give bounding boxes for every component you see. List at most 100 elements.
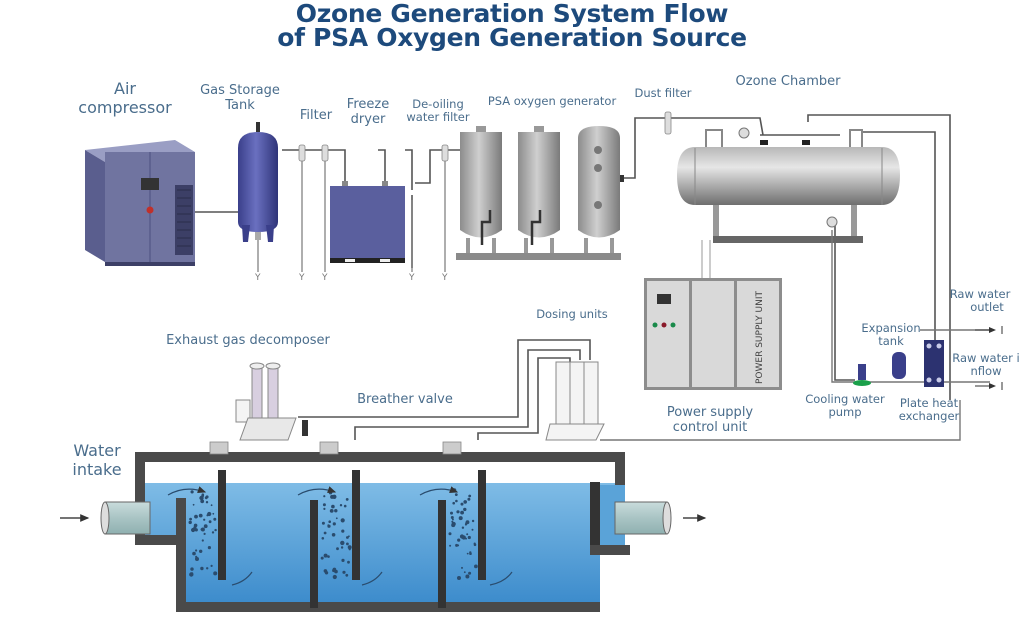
- bubble: [192, 503, 195, 506]
- bubble: [200, 499, 205, 504]
- label-expansion-tank: Expansion tank: [858, 322, 924, 348]
- bubble: [346, 542, 349, 546]
- bubble: [200, 528, 203, 531]
- bubble: [203, 518, 206, 521]
- bubble: [340, 546, 344, 549]
- label-line: Expansion: [861, 321, 921, 335]
- freeze-dryer-icon: [330, 181, 405, 263]
- bubble: [200, 566, 204, 571]
- bubble: [456, 510, 460, 514]
- label-line: Water: [73, 441, 121, 460]
- bubble: [463, 507, 467, 512]
- bubble: [192, 551, 196, 556]
- bubble: [471, 528, 474, 531]
- exhaust-gas-decomposer-icon: [235, 362, 297, 441]
- drain-lines: [257, 160, 446, 272]
- label-cooling-water-pump: Cooling water pump: [800, 393, 890, 419]
- bubble: [339, 504, 343, 507]
- bubble: [332, 574, 337, 580]
- bubble: [465, 520, 470, 525]
- label-freeze-dryer: Freeze dryer: [338, 97, 398, 127]
- bubble: [451, 518, 454, 521]
- label-gas-storage-tank: Gas Storage Tank: [190, 83, 290, 113]
- label-line: exchanger: [898, 409, 960, 423]
- label-line: Raw water: [949, 287, 1011, 301]
- bubble: [322, 503, 326, 507]
- bubble: [450, 516, 454, 519]
- label-line: tank: [878, 334, 904, 348]
- label-water-intake: Water intake: [62, 441, 132, 479]
- bubble: [342, 570, 346, 574]
- label-plate-heat-exchanger: Plate heat exchanger: [893, 397, 965, 423]
- bubble: [348, 535, 350, 538]
- bubble: [343, 504, 347, 508]
- bubble: [188, 520, 192, 525]
- bubble: [208, 520, 212, 524]
- bubble: [190, 567, 194, 571]
- bubble: [210, 564, 213, 568]
- label-raw-water-outlet: Raw water outlet: [945, 288, 1015, 314]
- bubble: [327, 555, 330, 558]
- bubble: [341, 558, 345, 563]
- bubble: [198, 513, 203, 518]
- bubble: [203, 524, 208, 529]
- air-compressor-icon: [85, 140, 195, 266]
- label-dust-filter: Dust filter: [634, 86, 692, 100]
- bubble: [468, 571, 472, 575]
- label-line: pump: [828, 405, 862, 419]
- water-treatment-tank: [135, 441, 630, 612]
- title-line-2: of PSA Oxygen Generation Source: [277, 23, 747, 52]
- svg-text:Y: Y: [254, 273, 261, 283]
- bubble: [321, 521, 325, 525]
- label-breather-valve: Breather valve: [357, 392, 453, 407]
- bubble: [469, 551, 472, 554]
- bubble: [465, 574, 470, 579]
- bubble: [190, 490, 194, 494]
- bubble: [212, 512, 215, 515]
- power-supply-control-unit-icon: POWER SUPPLY UNIT: [644, 278, 782, 390]
- bubble: [459, 534, 465, 539]
- bubble: [213, 571, 218, 576]
- label-line: compressor: [78, 98, 172, 117]
- bubble: [451, 520, 454, 523]
- bubble: [340, 540, 345, 546]
- label-filter: Filter: [299, 108, 333, 123]
- power-supply-lines: [701, 240, 711, 280]
- bubble: [331, 504, 335, 509]
- label-line: Freeze: [346, 97, 390, 112]
- bubble: [455, 543, 459, 547]
- bubble: [346, 536, 349, 539]
- svg-text:Y: Y: [298, 273, 305, 283]
- label-ozone-chamber: Ozone Chamber: [735, 74, 841, 89]
- bubble: [329, 509, 334, 513]
- bubble: [193, 523, 198, 528]
- label-dosing-units: Dosing units: [536, 307, 608, 321]
- bubble: [348, 548, 351, 551]
- cooling-water-pump-icon: [853, 364, 871, 386]
- label-line: Tank: [225, 98, 255, 113]
- bubble: [347, 560, 350, 564]
- svg-text:Y: Y: [441, 273, 448, 283]
- label-line: water filter: [406, 110, 470, 124]
- label-line: Cooling water: [805, 392, 885, 406]
- bubble: [463, 500, 468, 504]
- bubble: [213, 517, 217, 521]
- bubble: [449, 544, 452, 547]
- bubble: [214, 528, 217, 532]
- inlet-pipe: [100, 501, 151, 535]
- bubble: [457, 538, 461, 542]
- bubble: [205, 501, 209, 504]
- bubble: [323, 495, 326, 498]
- label-line: Air: [114, 79, 136, 98]
- label-line: intake: [72, 460, 122, 479]
- bubble: [347, 545, 352, 550]
- bubble: [450, 511, 453, 515]
- flow-arrows: [167, 486, 513, 586]
- bubbles: [188, 488, 478, 580]
- bubble: [452, 501, 456, 505]
- bubble: [460, 510, 464, 515]
- breather-valve-icon: [302, 420, 308, 436]
- dosing-pipes: [298, 339, 591, 440]
- bubble: [330, 491, 333, 494]
